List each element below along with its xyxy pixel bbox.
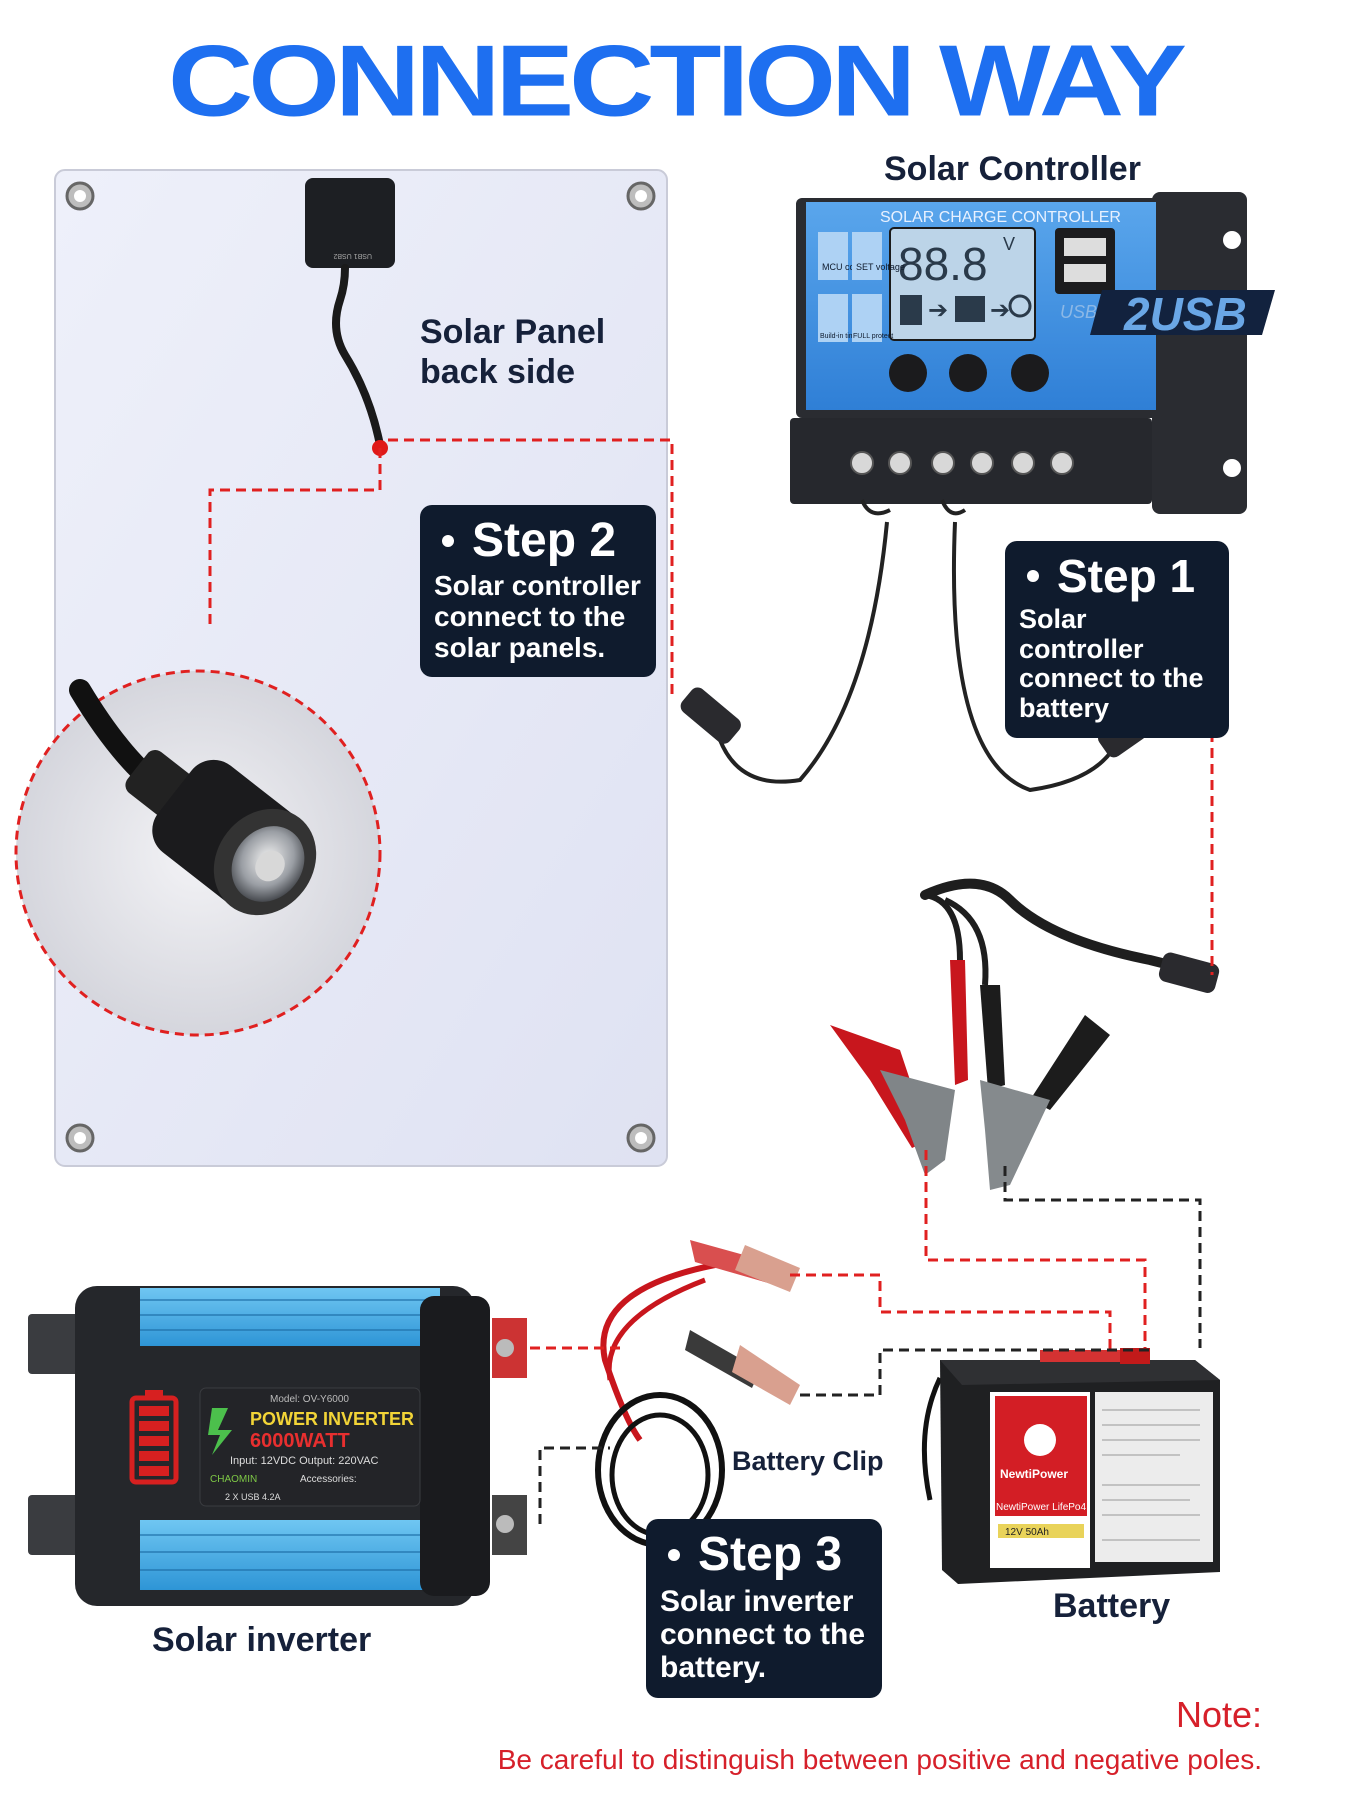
solar-panel-label-line2: back side: [420, 353, 575, 391]
step-1-title: Step 1: [1057, 550, 1196, 602]
connector-zoom: [14, 669, 382, 1037]
svg-text:FULL protect: FULL protect: [853, 333, 893, 340]
svg-text:➔: ➔: [928, 297, 948, 324]
controller-cables: [718, 499, 1120, 793]
svg-text:Build-in timer: Build-in timer: [820, 333, 862, 340]
panel-grommet: [65, 181, 656, 1153]
controller-header: SOLAR CHARGE CONTROLLER: [880, 209, 1121, 226]
step-2-line1: Solar controller: [434, 570, 641, 601]
solar-controller: SOLAR CHARGE CONTROLLER 88.8 V ➔ ➔ MCU c…: [790, 192, 1275, 514]
note-title: Note:: [1175, 1694, 1262, 1735]
battery: NewtiPower NewtiPower LifePo4 12V 50Ah: [921, 1348, 1220, 1584]
svg-text:6000WATT: 6000WATT: [250, 1430, 350, 1452]
battery-clip-label: Battery Clip: [732, 1446, 884, 1476]
step-1-line1: Solar controller: [1019, 604, 1144, 664]
step-3-line2: connect to the: [660, 1618, 866, 1651]
step-3-box: Step 3 Solar inverter connect to the bat…: [646, 1519, 882, 1698]
solar-controller-label: Solar Controller: [884, 150, 1141, 188]
battery-clip-pair: [595, 1240, 800, 1548]
battery-clip-cable-top: [830, 878, 1220, 1190]
svg-text:Input: 12VDC Output: 220VAC: Input: 12VDC Output: 220VAC: [230, 1455, 378, 1467]
controller-icons: MCU control SET voltage Build-in timer F…: [818, 232, 905, 342]
svg-text:12V 50Ah: 12V 50Ah: [1005, 1527, 1049, 1538]
svg-text:USB1 USB2: USB1 USB2: [333, 252, 372, 259]
svg-text:USB: USB: [1060, 302, 1097, 322]
svg-text:NewtiPower LifePo4: NewtiPower LifePo4: [996, 1502, 1086, 1513]
svg-text:Accessories:: Accessories:: [300, 1474, 357, 1485]
step-3-title: Step 3: [698, 1528, 843, 1581]
svg-text:POWER INVERTER: POWER INVERTER: [250, 1409, 414, 1429]
svg-text:MCU control: MCU control: [822, 262, 872, 272]
svg-text:➔: ➔: [990, 297, 1010, 324]
controller-display: 88.8: [898, 238, 988, 290]
usb-badge: 2USB: [1123, 288, 1247, 340]
svg-text:Model: OV-Y6000: Model: OV-Y6000: [270, 1394, 349, 1405]
step-3-line1: Solar inverter: [660, 1585, 854, 1618]
step-1-line2: connect to the: [1019, 663, 1204, 694]
svg-text:2 X USB 4.2A: 2 X USB 4.2A: [225, 1492, 281, 1502]
step-3-line3: battery.: [660, 1651, 767, 1684]
junction-box: [305, 178, 395, 268]
step-2-box: Step 2 Solar controller connect to the s…: [420, 505, 656, 678]
solar-inverter-label: Solar inverter: [152, 1621, 372, 1659]
step-2-line2: connect to the: [434, 600, 626, 632]
solar-inverter: Model: OV-Y6000 POWER INVERTER 6000WATT …: [28, 1286, 527, 1606]
note-text: Be careful to distinguish between positi…: [497, 1744, 1262, 1775]
svg-text:V: V: [1003, 234, 1015, 254]
step-1-line3: battery: [1019, 693, 1110, 724]
page-title: CONNECTION WAY: [168, 24, 1187, 138]
step-1-box: Step 1 Solar controller connect to the b…: [1005, 541, 1229, 738]
battery-label: Battery: [1053, 1587, 1171, 1625]
step-2-title: Step 2: [472, 514, 617, 567]
step-2-line3: solar panels.: [434, 631, 606, 663]
svg-text:NewtiPower: NewtiPower: [1000, 1467, 1068, 1481]
svg-text:CHAOMIN: CHAOMIN: [210, 1474, 257, 1485]
svg-text:SET voltage: SET voltage: [856, 262, 905, 272]
solar-panel-label-line1: Solar Panel: [420, 313, 606, 351]
